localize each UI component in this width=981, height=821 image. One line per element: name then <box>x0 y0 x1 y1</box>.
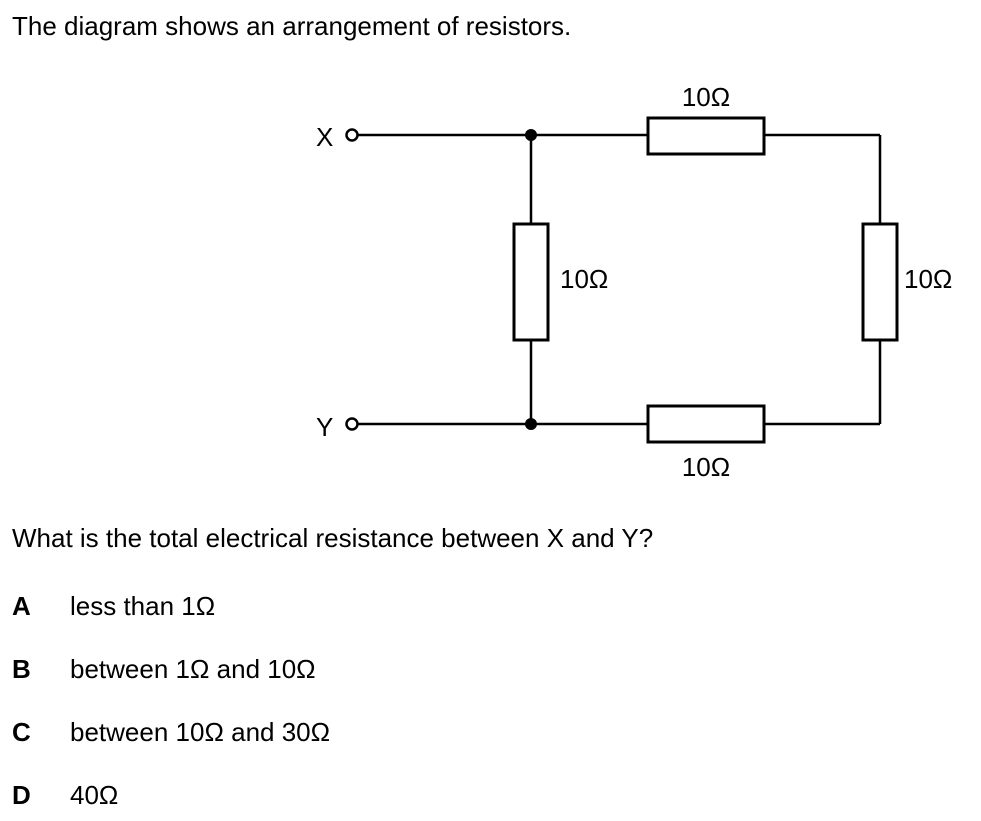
option-letter: D <box>12 780 31 810</box>
resistor-top-label: 10Ω <box>682 82 730 112</box>
option-d[interactable]: D 40Ω <box>12 777 512 813</box>
intro-text: The diagram shows an arrangement of resi… <box>12 11 572 41</box>
question-text: What is the total electrical resistance … <box>12 523 654 553</box>
resistor-bottom-label: 10Ω <box>682 452 730 482</box>
option-text: between 1Ω and 10Ω <box>70 654 316 684</box>
resistor-top <box>646 116 766 156</box>
resistor-right <box>861 222 899 342</box>
option-text: 40Ω <box>70 780 119 810</box>
terminal-x-label: X <box>316 122 333 152</box>
junction-dot-bottom <box>525 418 537 430</box>
option-c[interactable]: C between 10Ω and 30Ω <box>12 714 512 750</box>
resistor-middle <box>512 222 550 342</box>
terminal-x-icon <box>345 128 359 142</box>
resistor-middle-label: 10Ω <box>560 264 608 294</box>
junction-dot-top <box>525 129 537 141</box>
resistor-right-label: 10Ω <box>904 264 952 294</box>
resistor-circuit-diagram: X Y 10Ω 10Ω 10Ω 10Ω <box>316 82 952 482</box>
terminal-y-icon <box>345 417 359 431</box>
option-a[interactable]: A less than 1Ω <box>12 588 512 624</box>
resistor-bottom <box>646 404 766 444</box>
option-text: between 10Ω and 30Ω <box>70 717 331 747</box>
option-b[interactable]: B between 1Ω and 10Ω <box>12 651 512 687</box>
option-letter: B <box>12 654 31 684</box>
option-letter: C <box>12 717 31 747</box>
option-text: less than 1Ω <box>70 591 216 621</box>
option-letter: A <box>12 591 31 621</box>
terminal-y-label: Y <box>316 412 333 442</box>
